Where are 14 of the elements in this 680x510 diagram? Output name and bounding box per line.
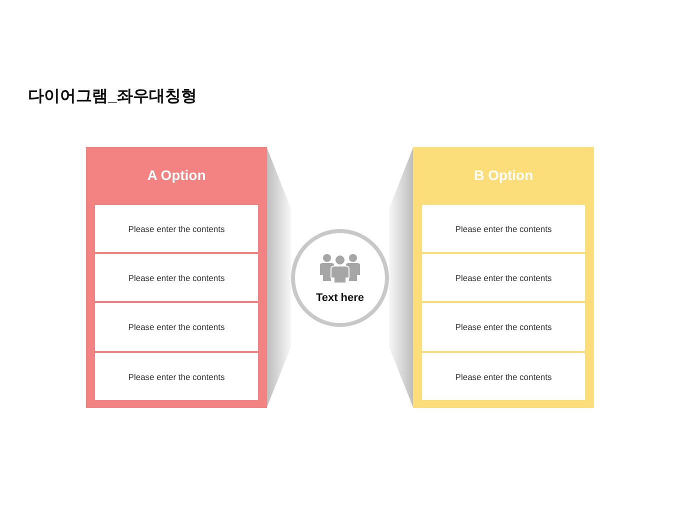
content-box: Please enter the contents [95,353,258,400]
panel-heading: A Option [146,167,207,184]
panel-heading: B Option [472,167,534,184]
content-box: Please enter the contents [95,303,258,351]
content-box: Please enter the contents [95,254,258,301]
content-box: Please enter the contents [95,205,258,252]
option-panel [86,147,267,408]
diagram-title: 다이어그램_좌우대칭형 [28,87,197,106]
content-box: Please enter the contents [422,303,585,351]
content-box: Please enter the contents [422,353,585,400]
circle-label: Text here [314,292,366,305]
option-panel [413,147,594,408]
content-box: Please enter the contents [422,205,585,252]
content-box: Please enter the contents [422,254,585,301]
